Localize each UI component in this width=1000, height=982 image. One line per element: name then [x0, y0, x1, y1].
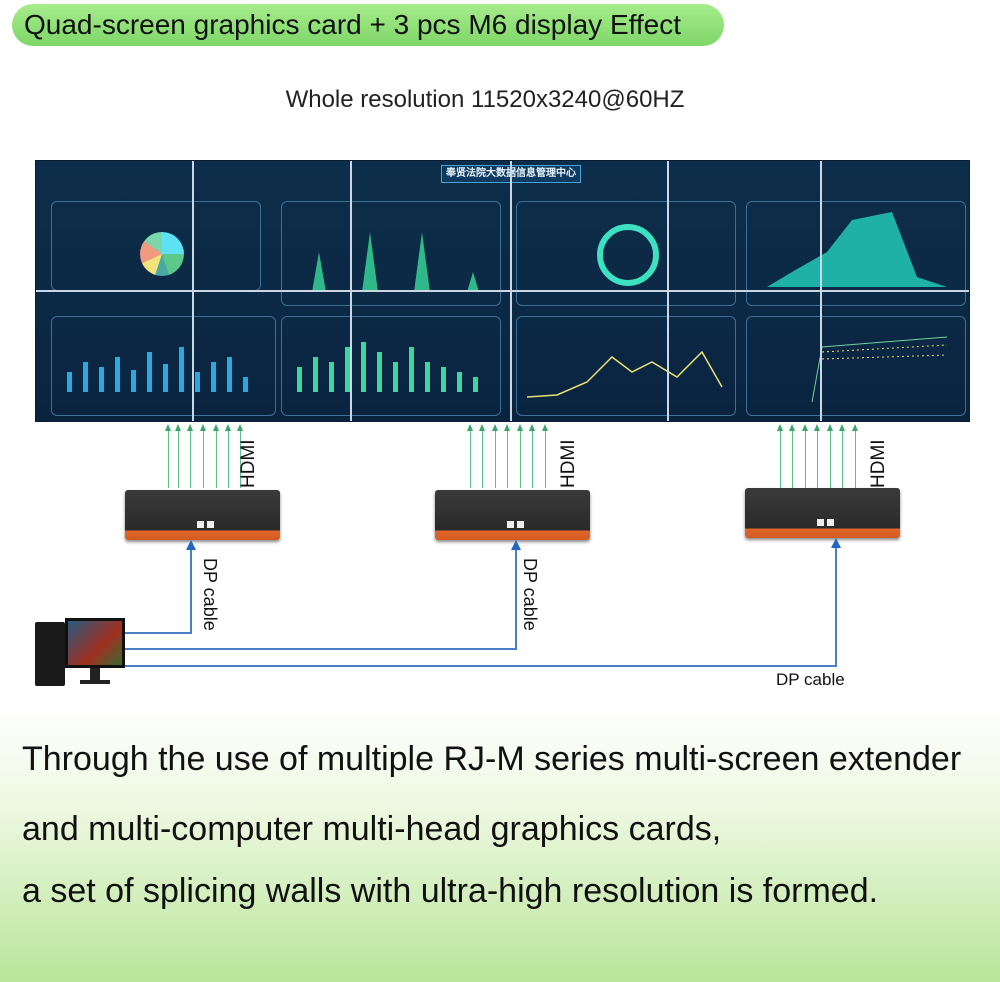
arrow-up-icon	[186, 540, 196, 550]
ring-chart	[597, 224, 659, 286]
hdmi-arrow-icon	[777, 424, 783, 488]
arrow-up-icon	[831, 538, 841, 548]
description-line-1: Through the use of multiple RJ-M series …	[22, 740, 962, 778]
peak-chart-panel	[281, 201, 501, 306]
decorative-bar	[179, 347, 184, 392]
hdmi-arrow-icon	[467, 424, 473, 488]
bar-chart-panel-2	[281, 316, 501, 416]
decorative-bar	[67, 372, 72, 392]
hdmi-arrow-icon	[802, 424, 808, 488]
decorative-bar	[473, 377, 478, 392]
hdmi-arrow-icon	[175, 424, 181, 488]
hdmi-arrow-icon	[517, 424, 523, 488]
arrow-up-icon	[511, 540, 521, 550]
hdmi-label-3: HDMI	[868, 439, 889, 488]
pie-panel	[51, 201, 261, 291]
resolution-label: Whole resolution 11520x3240@60HZ	[285, 86, 685, 113]
hdmi-arrow-icon	[827, 424, 833, 488]
title-banner: Quad-screen graphics card + 3 pcs M6 dis…	[12, 4, 724, 46]
decorative-bar	[83, 362, 88, 392]
hdmi-arrow-icon	[237, 424, 243, 488]
decorative-bar	[409, 347, 414, 392]
hdmi-arrow-icon	[542, 424, 548, 488]
bar-chart-panel-1	[51, 316, 276, 416]
dp-cable-label-2: DP cable	[520, 558, 540, 631]
hdmi-arrow-icon	[225, 424, 231, 488]
decorative-bar	[99, 367, 104, 392]
dp-cable-label-3: DP cable	[776, 670, 845, 689]
hdmi-arrow-icon	[789, 424, 795, 488]
decorative-bar	[243, 377, 248, 392]
decorative-bar	[329, 362, 334, 392]
hdmi-arrow-icon	[492, 424, 498, 488]
decorative-bar	[345, 347, 350, 392]
video-wall: 奉贤法院大数据信息管理中心	[35, 160, 970, 422]
decorative-bar	[297, 367, 302, 392]
rose-chart	[140, 232, 184, 276]
hdmi-arrow-icon	[200, 424, 206, 488]
decorative-bar	[441, 367, 446, 392]
hdmi-arrow-icon	[852, 424, 858, 488]
decorative-bar	[163, 364, 168, 392]
decorative-bar	[457, 372, 462, 392]
decorative-bar	[115, 357, 120, 392]
extender-1	[125, 490, 280, 540]
ring-panel	[516, 201, 736, 306]
line-chart-panel-2	[746, 316, 966, 416]
decorative-bar	[425, 362, 430, 392]
hdmi-arrow-icon	[213, 424, 219, 488]
decorative-bar	[147, 352, 152, 392]
decorative-bar	[227, 357, 232, 392]
decorative-bar	[211, 362, 216, 392]
dp-cable-label-1: DP cable	[200, 558, 220, 631]
area-chart-panel	[746, 201, 966, 306]
hdmi-arrow-icon	[187, 424, 193, 488]
hdmi-arrow-icon	[479, 424, 485, 488]
hdmi-label-1: HDMI	[238, 439, 259, 488]
decorative-bar	[377, 352, 382, 392]
hdmi-arrow-icon	[814, 424, 820, 488]
hdmi-arrow-icon	[165, 424, 171, 488]
description-line-2: and multi-computer multi-head graphics c…	[22, 810, 722, 848]
decorative-bar	[131, 370, 136, 392]
hdmi-arrow-icon	[529, 424, 535, 488]
line-chart-panel-1	[516, 316, 736, 416]
extender-2	[435, 490, 590, 540]
hdmi-label-2: HDMI	[558, 439, 579, 488]
computer-icon	[35, 618, 125, 688]
decorative-bar	[393, 362, 398, 392]
decorative-bar	[361, 342, 366, 392]
hdmi-arrow-icon	[839, 424, 845, 488]
description-line-3: a set of splicing walls with ultra-high …	[22, 872, 879, 910]
hdmi-arrow-icon	[504, 424, 510, 488]
extender-3	[745, 488, 900, 538]
decorative-bar	[195, 372, 200, 392]
decorative-bar	[313, 357, 318, 392]
